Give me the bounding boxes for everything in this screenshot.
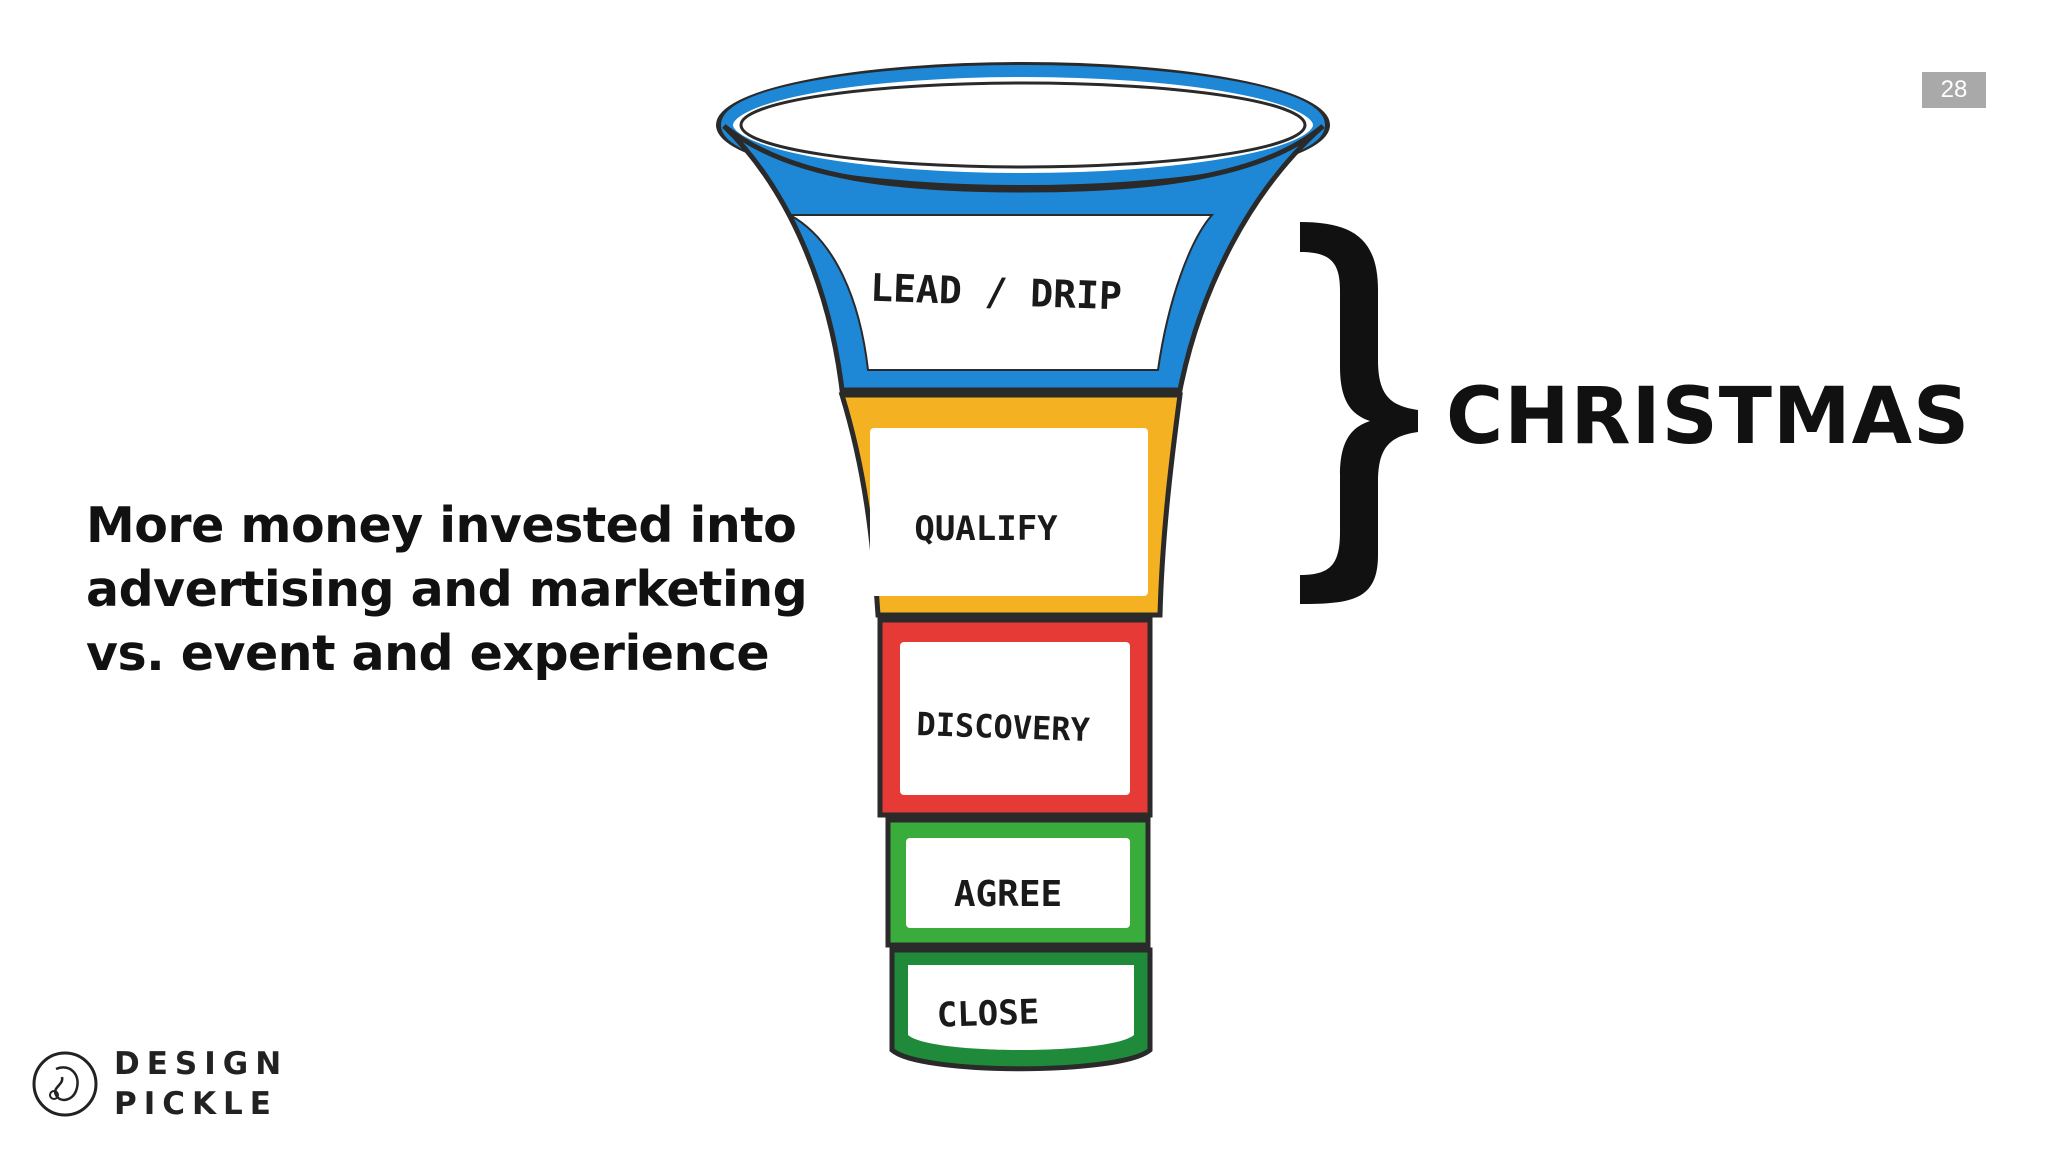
funnel-section-qualify-inner (870, 428, 1148, 596)
stage-label-lead: LEAD / DRIP (870, 266, 1123, 319)
caption-line-1: More money invested into (86, 497, 797, 554)
caption-line-2: advertising and marketing (86, 561, 808, 618)
page-number-badge: 28 (1922, 72, 1986, 108)
caption-line-3: vs. event and experience (86, 625, 770, 682)
design-pickle-logo: DESIGN PICKLE (30, 1044, 288, 1124)
funnel-rim-inner (739, 81, 1307, 169)
stage-label-agree: AGREE (954, 874, 1062, 915)
funnel-section-close-inner (908, 965, 1134, 1050)
curly-brace-icon (1300, 222, 1418, 604)
stage-label-qualify: QUALIFY (914, 509, 1058, 549)
funnel-section-agree-inner (906, 838, 1130, 928)
funnel-rim-color (721, 65, 1325, 185)
logo-line-1: DESIGN (114, 1046, 289, 1082)
funnel-section-lead-inner (786, 214, 1215, 371)
bracket-label: CHRISTMAS (1446, 372, 1971, 462)
logo-line-2: PICKLE (114, 1086, 278, 1122)
caption-text: More money invested into advertising and… (86, 494, 846, 686)
funnel-section-discovery-inner (900, 642, 1130, 795)
stage-label-close: CLOSE (936, 992, 1040, 1036)
stage-label-discovery: DISCOVERY (916, 705, 1091, 749)
pickle-logo-icon (32, 1051, 98, 1117)
logo-wordmark: DESIGN PICKLE (114, 1044, 288, 1124)
